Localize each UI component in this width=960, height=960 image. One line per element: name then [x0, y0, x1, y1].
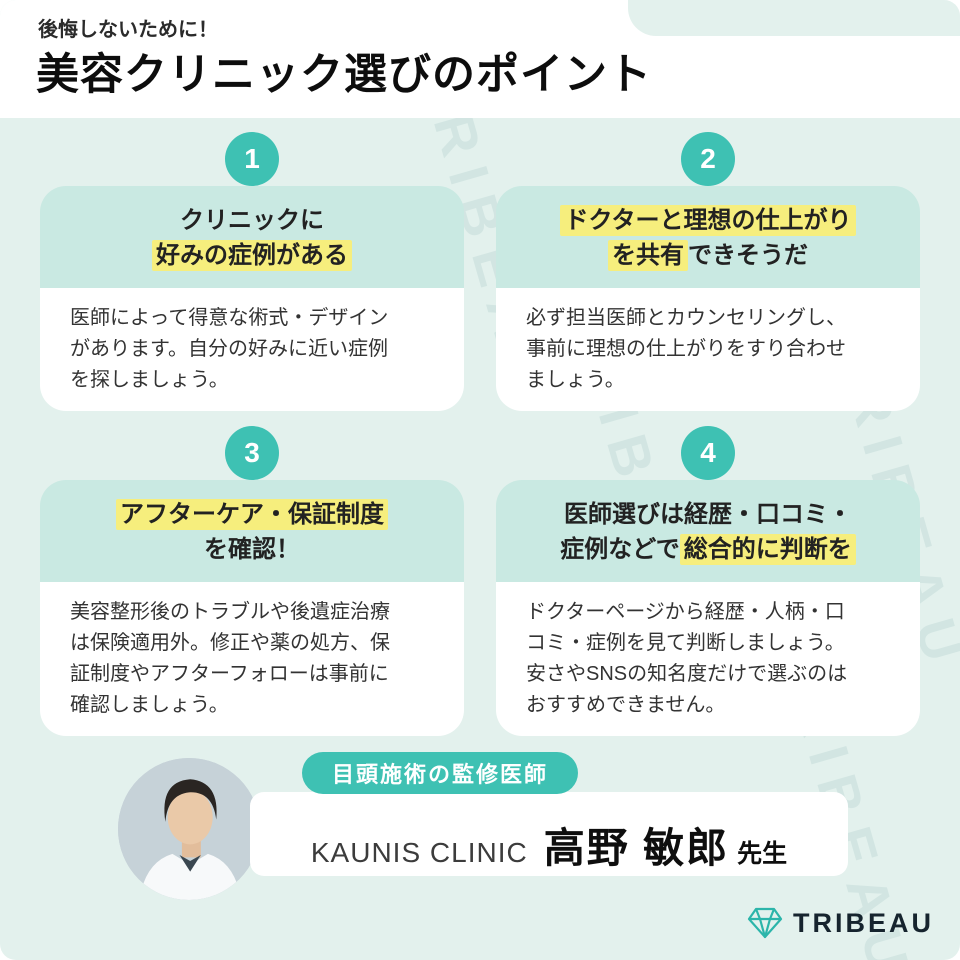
card-title: クリニックに好みの症例がある: [40, 186, 464, 288]
doctor-card: KAUNIS CLINIC 高野 敏郎 先生: [250, 792, 848, 876]
clinic-name: KAUNIS CLINIC: [310, 837, 528, 868]
card-2: 2 ドクターと理想の仕上がりを共有できそうだ 必ず担当医師とカウンセリングし、 …: [496, 132, 920, 411]
doctor-photo: [118, 758, 260, 900]
card-number: 1: [225, 132, 279, 186]
page-title: 美容クリニック選びのポイント: [36, 51, 652, 99]
doctor-portrait-illustration: [118, 758, 260, 900]
card-number: 4: [681, 426, 735, 480]
card-1: 1 クリニックに好みの症例がある 医師によって得意な術式・デザイン があります。…: [40, 132, 464, 411]
card-number: 3: [225, 426, 279, 480]
doctor-name: 高野 敏郎: [543, 825, 730, 871]
card-body: 必ず担当医師とカウンセリングし、 事前に理想の仕上がりをすり合わせ ましょう。: [496, 288, 920, 411]
card-body: ドクターページから経歴・人柄・口 コミ・症例を見て判断しましょう。 安さやSNS…: [496, 582, 920, 736]
tribeau-logo: TRIBEAU: [747, 906, 934, 940]
card-title: 医師選びは経歴・口コミ・症例などで総合的に判断を: [496, 480, 920, 582]
logo-text: TRIBEAU: [793, 907, 934, 938]
diamond-icon: [747, 907, 783, 939]
doctor-role-badge: 目頭施術の監修医師: [302, 752, 579, 794]
card-title: アフターケア・保証制度を確認！: [40, 480, 464, 582]
card-title: ドクターと理想の仕上がりを共有できそうだ: [496, 186, 920, 288]
card-body: 医師によって得意な術式・デザイン があります。自分の好みに近い症例 を探しましょ…: [40, 288, 464, 411]
card-body: 美容整形後のトラブルや後遺症治療 は保険適用外。修正や薬の処方、保 証制度やアフ…: [40, 582, 464, 736]
card-4: 4 医師選びは経歴・口コミ・症例などで総合的に判断を ドクターページから経歴・人…: [496, 426, 920, 736]
tagline: 後悔しないために！: [38, 19, 218, 41]
doctor-honorific: 先生: [737, 840, 788, 868]
header-corner-decoration: [628, 0, 960, 36]
card-3: 3 アフターケア・保証制度を確認！ 美容整形後のトラブルや後遺症治療 は保険適用…: [40, 426, 464, 736]
header: 後悔しないために！ 美容クリニック選びのポイント: [0, 0, 960, 118]
card-number: 2: [681, 132, 735, 186]
